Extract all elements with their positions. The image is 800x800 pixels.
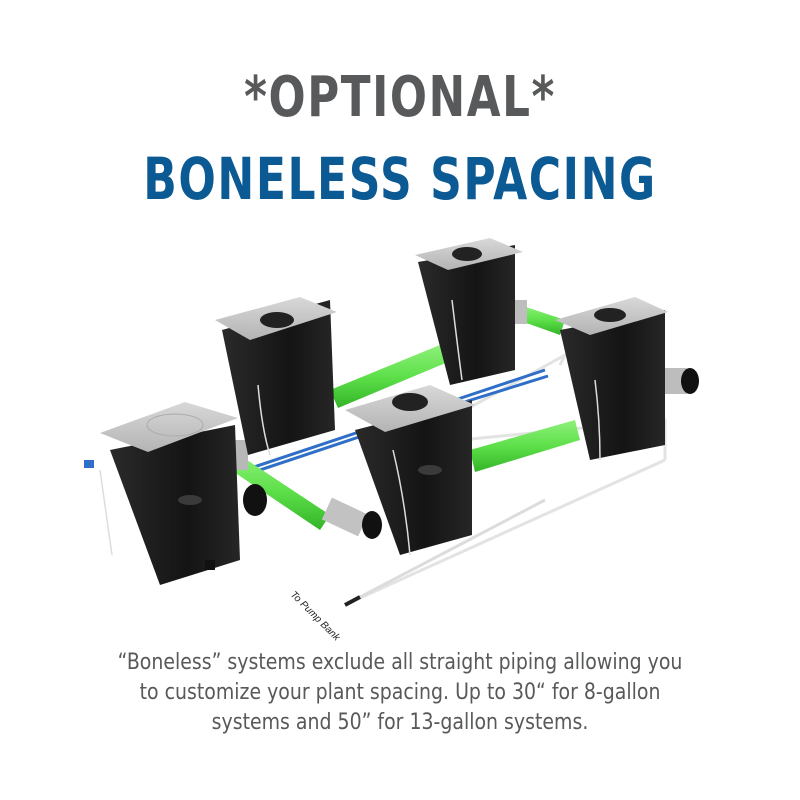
bucket-back-left [215,297,337,456]
bucket-back-middle [415,238,523,385]
bucket-right [555,297,668,461]
heading-boneless-spacing: BONELESS SPACING [143,145,657,213]
pump-line [344,498,546,607]
bucket-controller [84,402,240,585]
bucket-front-middle [345,385,475,556]
caption-text: “Boneless” systems exclude all straight … [117,650,683,735]
system-illustration: To Pump Bank [84,238,699,644]
to-pump-bank-label: To Pump Bank [288,589,343,644]
heading-optional: *OPTIONAL* [244,65,556,130]
